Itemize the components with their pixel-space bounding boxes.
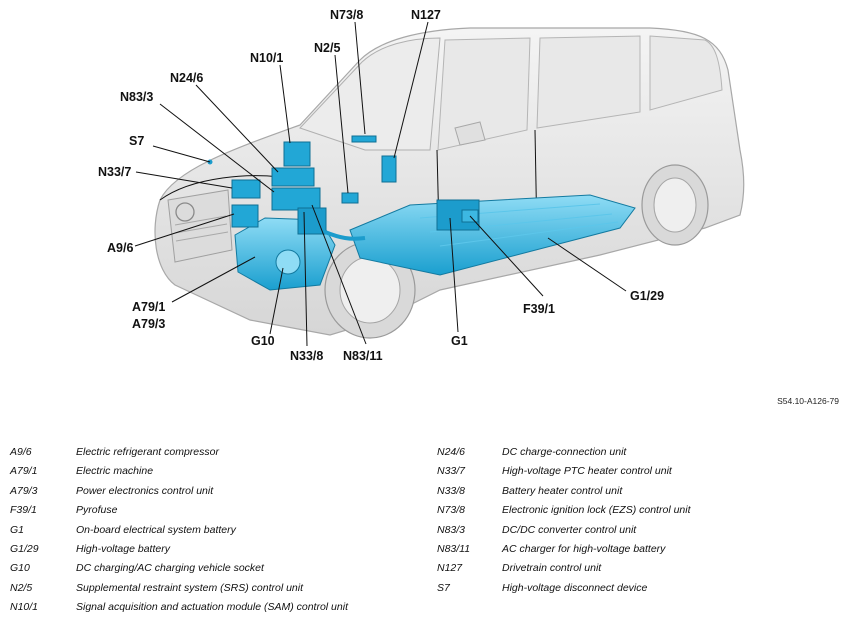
legend-description: DC charging/AC charging vehicle socket xyxy=(76,562,264,575)
vehicle-component-diagram: N73/8 N127 N10/1 N2/5 N24/6 N83/3 S7 N33… xyxy=(98,8,745,363)
callout-n2-5: N2/5 xyxy=(314,41,340,55)
figure-id: S54.10-A126-79 xyxy=(777,396,839,406)
callout-n33-7: N33/7 xyxy=(98,165,131,179)
legend-code: N83/3 xyxy=(437,523,466,536)
legend-description: High-voltage disconnect device xyxy=(502,581,648,594)
srs-control-unit xyxy=(341,192,359,204)
ptc-heater-unit xyxy=(231,179,261,199)
drivetrain-control-unit xyxy=(381,155,397,183)
legend-row: N83/11 AC charger for high-voltage batter… xyxy=(437,543,837,562)
legend-code: N33/8 xyxy=(437,484,466,497)
legend-row: N33/7 High-voltage PTC heater control uni… xyxy=(437,465,837,484)
legend-row: A9/6 Electric refrigerant compressor xyxy=(10,446,430,465)
callout-n83-11: N83/11 xyxy=(343,349,383,363)
legend-description: Electric refrigerant compressor xyxy=(76,446,219,458)
callout-n24-6: N24/6 xyxy=(170,71,203,85)
legend-row: F39/1 Pyrofuse xyxy=(10,504,430,523)
legend-row: G1/29 High-voltage battery xyxy=(10,543,430,562)
legend-description: High-voltage PTC heater control unit xyxy=(502,465,672,478)
legend-description: On-board electrical system battery xyxy=(76,523,236,536)
callout-n33-8: N33/8 xyxy=(290,349,323,363)
legend-description: DC charge-connection unit xyxy=(502,446,627,458)
callout-f39-1: F39/1 xyxy=(523,302,555,316)
legend-code: N83/11 xyxy=(437,542,471,555)
legend-row: A79/3 Power electronics control unit xyxy=(10,485,430,504)
legend-code: N33/7 xyxy=(437,465,466,478)
legend-description: Electric machine xyxy=(76,465,154,478)
legend-row: N73/8 Electronic ignition lock (EZS) cont… xyxy=(437,504,837,523)
callout-g1-29: G1/29 xyxy=(630,289,664,303)
callout-a79-1: A79/1 xyxy=(132,300,165,314)
legend-code: G10 xyxy=(10,562,30,575)
refrigerant-compressor xyxy=(231,204,259,228)
callout-n127: N127 xyxy=(411,8,441,22)
legend-code: G1/29 xyxy=(10,542,39,555)
legend-code: N10/1 xyxy=(10,601,39,614)
legend-row: A79/1 Electric machine xyxy=(10,465,430,484)
legend-description: AC charger for high-voltage battery xyxy=(502,542,666,555)
dcdc-converter xyxy=(271,187,321,211)
legend-row: G10 DC charging/AC charging vehicle socke… xyxy=(10,562,430,581)
legend-description: Electronic ignition lock (EZS) control u… xyxy=(502,504,691,517)
legend-description: Drivetrain control unit xyxy=(502,562,602,575)
legend-row: N24/6 DC charge-connection unit xyxy=(437,446,837,465)
legend-code: N2/5 xyxy=(10,581,33,594)
legend-code: A79/3 xyxy=(10,484,38,497)
legend-code: F39/1 xyxy=(10,504,37,517)
legend-code: N24/6 xyxy=(437,446,466,458)
charging-socket xyxy=(275,249,301,275)
legend-code: N127 xyxy=(437,562,463,575)
legend-row: N2/5 Supplemental restraint system (SRS) … xyxy=(10,582,430,601)
callout-n73-8: N73/8 xyxy=(330,8,363,22)
callout-s7: S7 xyxy=(129,134,144,148)
sam-control-unit xyxy=(283,141,311,167)
callout-g10: G10 xyxy=(251,334,275,348)
legend-description: Signal acquisition and actuation module … xyxy=(76,601,348,614)
callout-n83-3: N83/3 xyxy=(120,90,153,104)
callout-labels: N73/8 N127 N10/1 N2/5 N24/6 N83/3 S7 N33… xyxy=(98,8,664,363)
leader-lines xyxy=(134,21,627,347)
legend-code: N73/8 xyxy=(437,504,466,517)
legend-code: S7 xyxy=(437,581,450,594)
callout-a79-3: A79/3 xyxy=(132,317,165,331)
legend-description: DC/DC converter control unit xyxy=(502,523,637,536)
legend-row: N33/8 Battery heater control unit xyxy=(437,485,837,504)
legend-row: N127 Drivetrain control unit xyxy=(437,562,837,581)
callout-n10-1: N10/1 xyxy=(250,51,283,65)
legend-code: A79/1 xyxy=(10,465,38,478)
legend-row: N83/3 DC/DC converter control unit xyxy=(437,524,837,543)
legend-code: A9/6 xyxy=(10,446,32,458)
callout-a9-6: A9/6 xyxy=(107,241,133,255)
callout-g1: G1 xyxy=(451,334,468,348)
legend-row: N10/1 Signal acquisition and actuation mo… xyxy=(10,601,430,620)
legend-description: Battery heater control unit xyxy=(502,484,623,497)
legend-description: Power electronics control unit xyxy=(76,484,214,497)
legend-description: Supplemental restraint system (SRS) cont… xyxy=(76,581,304,594)
legend-code: G1 xyxy=(10,523,25,536)
ignition-lock-unit xyxy=(351,135,377,143)
legend-row: G1 On-board electrical system battery xyxy=(10,524,430,543)
legend-description: Pyrofuse xyxy=(76,504,118,517)
dc-charge-connection-unit xyxy=(271,167,315,187)
legend-description: High-voltage battery xyxy=(76,542,170,555)
legend-row: S7 High-voltage disconnect device xyxy=(437,582,837,601)
